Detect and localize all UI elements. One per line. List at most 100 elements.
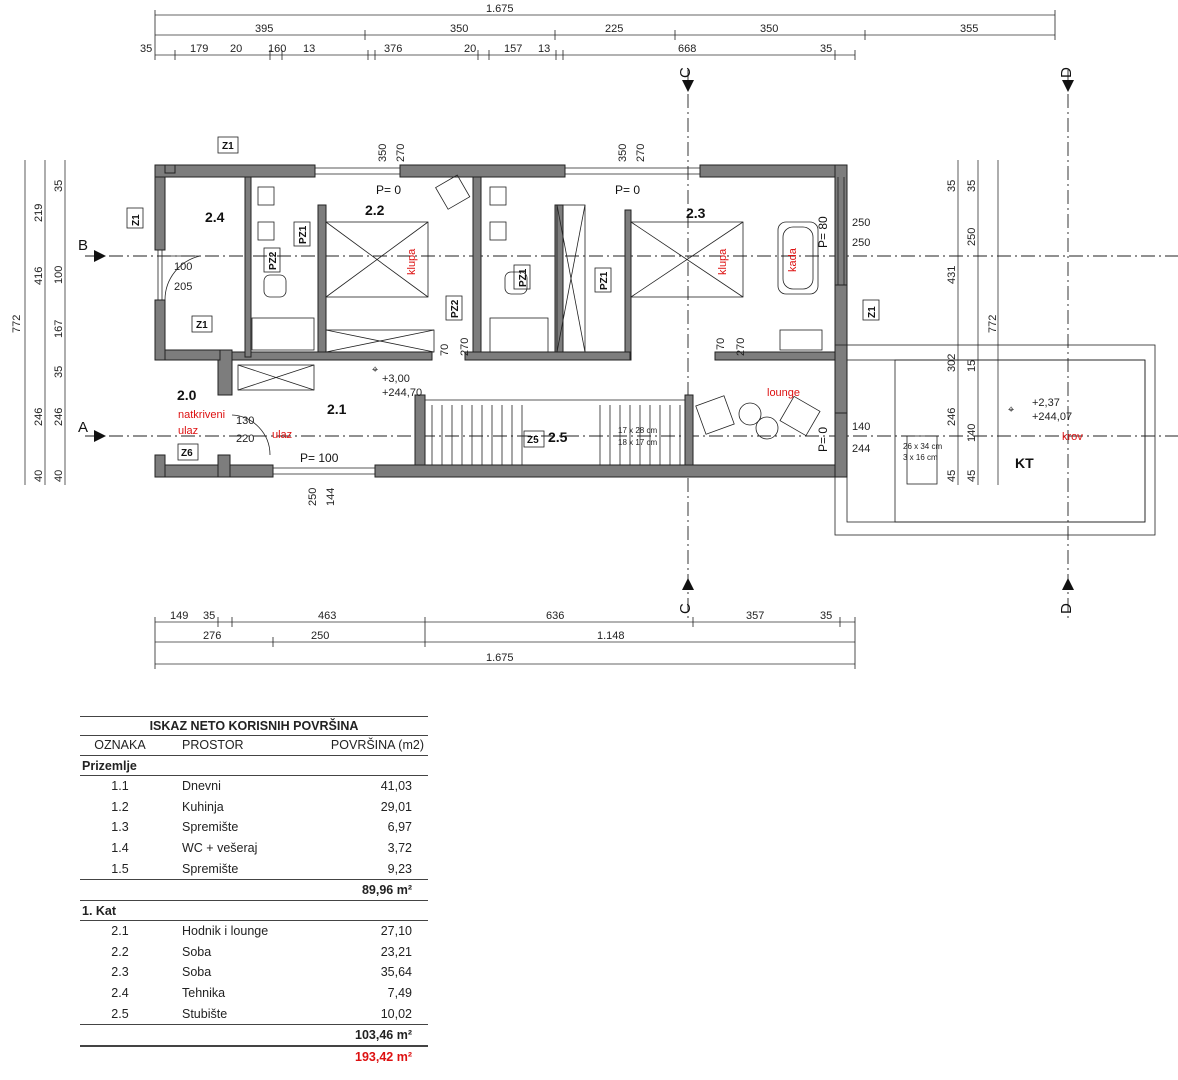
top-dimension-chains: 1.675 395 350 225 350 355 35 179 20 160 …: [140, 3, 1056, 60]
dim-door-d-2: 270: [735, 338, 747, 356]
table-row: 1.2 Kuhinja 29,01: [80, 797, 428, 818]
dim-top2-7: 20: [464, 43, 476, 55]
dim-window-d-2: 250: [852, 237, 870, 249]
dim-bot-6: 35: [820, 610, 832, 622]
stair-note-1: 17 x 28 cm: [618, 426, 657, 435]
dim-window-b-1: 350: [617, 144, 629, 162]
section-d-label-bottom: D: [1058, 603, 1075, 614]
tag-pz1-c: PZ1: [599, 271, 610, 290]
label-natkriveni: natkriveni: [178, 409, 225, 421]
tag-pz2-b: PZ2: [450, 299, 461, 318]
left-dimension-chains: 772 219 416 246 40 35 100 167 35 246 40: [11, 160, 66, 485]
dim-bot-3: 463: [318, 610, 336, 622]
opening-dimensions: 350 270 350 270 250 144 250 250 140 244 …: [174, 144, 870, 506]
cell-oznaka: 1.3: [111, 820, 129, 835]
dim-top2-3: 20: [230, 43, 242, 55]
tag-pz1-a: PZ1: [298, 225, 309, 244]
dim-bot-4: 636: [546, 610, 564, 622]
cell-povrsina: 10,02: [380, 1006, 412, 1021]
floor-plan: 1.675 395 350 225 350 355 35 179 20 160 …: [11, 3, 1178, 669]
dim-top2-1: 35: [140, 43, 152, 55]
cell-povrsina: 29,01: [380, 799, 412, 814]
header-oznaka: OZNAKA: [94, 738, 146, 752]
area-table: ISKAZ NETO KORISNIH POVRŠINA OZNAKA PROS…: [80, 716, 428, 1067]
cell-oznaka: 2.3: [111, 965, 129, 980]
dim-top-1: 395: [255, 23, 273, 35]
dim-right-in-3: 140: [966, 424, 978, 442]
dim-left-mid-4: 40: [33, 470, 45, 482]
table-header: OZNAKA PROSTOR POVRŠINA (m2): [80, 736, 428, 756]
dim-top2-6: 376: [384, 43, 402, 55]
dim-door-a-2: 205: [174, 281, 192, 293]
cell-prostor: Kuhinja: [182, 799, 224, 814]
dim-door-b-2: 220: [236, 433, 254, 445]
dim-door-c-2: 270: [459, 338, 471, 356]
cell-prostor: Dnevni: [182, 779, 221, 794]
tag-z1-left: Z1: [131, 214, 142, 226]
cell-prostor: Tehnika: [182, 986, 226, 1001]
dim-top2-9: 13: [538, 43, 550, 55]
tag-z1-right: Z1: [867, 306, 878, 318]
section-prizemlje: Prizemlje: [80, 756, 428, 776]
label-p100: P= 100: [300, 451, 339, 465]
dim-door-d-1: 70: [715, 338, 727, 350]
dim-left-mid-1: 219: [33, 204, 45, 222]
level-2a: +2,37: [1032, 397, 1060, 409]
skylight-note-1: 26 x 34 cm: [903, 442, 942, 451]
dim-left-in-2: 100: [53, 266, 65, 284]
label-klupa-1: klupa: [406, 248, 418, 275]
cell-povrsina: 23,21: [380, 944, 412, 959]
label-ulaz-2: ulaz: [272, 429, 292, 441]
dim-window-a-2: 270: [395, 144, 407, 162]
interior-walls: [231, 176, 836, 466]
label-krov: krov: [1062, 431, 1083, 443]
dim-right-2: 431: [946, 266, 958, 284]
dim-door-a-1: 100: [174, 261, 192, 273]
furniture: [164, 174, 823, 456]
dim-top-total: 1.675: [486, 3, 514, 15]
dim-bot2-2: 250: [311, 630, 329, 642]
level-2b: +244,07: [1032, 411, 1072, 423]
room-kt: KT: [1015, 455, 1034, 471]
dim-right-1: 35: [946, 180, 958, 192]
dim-top2-10: 668: [678, 43, 696, 55]
right-dimension-chains: 35 431 302 246 45 35 250 15 140 45 772: [946, 160, 999, 485]
table-row: 2.4 Tehnika 7,49: [80, 983, 428, 1004]
label-p80: P= 80: [816, 216, 830, 248]
cell-prostor: Stubište: [182, 1006, 228, 1021]
dim-right-3: 302: [946, 354, 958, 372]
cell-povrsina: 9,23: [387, 861, 412, 876]
cell-oznaka: 2.4: [111, 986, 129, 1001]
dim-bot2-1: 276: [203, 630, 221, 642]
dim-window-a-1: 350: [377, 144, 389, 162]
dim-window-e-1: 140: [852, 421, 870, 433]
cell-povrsina: 41,03: [380, 779, 412, 794]
cell-oznaka: 2.5: [111, 1006, 129, 1021]
section-a-label: A: [78, 419, 88, 436]
dim-left-in-3: 167: [53, 320, 65, 338]
table-row: 2.1 Hodnik i lounge 27,10: [80, 921, 428, 942]
cell-prostor: Spremište: [182, 820, 239, 835]
dim-left-in-5: 246: [53, 408, 65, 426]
section-c-label-top: C: [677, 67, 694, 78]
table-row: 2.5 Stubište 10,02: [80, 1003, 428, 1024]
section-b-label: B: [78, 237, 88, 254]
dim-left-in-1: 35: [53, 180, 65, 192]
dim-bot-total: 1.675: [486, 652, 514, 664]
dim-top2-2: 179: [190, 43, 208, 55]
dim-top-5: 355: [960, 23, 978, 35]
label-kada: kada: [787, 247, 799, 272]
table-row: 2.2 Soba 23,21: [80, 942, 428, 963]
cell-prostor: Hodnik i lounge: [182, 924, 269, 939]
dim-left-mid-3: 246: [33, 408, 45, 426]
room-2-3: 2.3: [686, 205, 706, 221]
dim-door-b-1: 130: [236, 415, 254, 427]
room-2-2: 2.2: [365, 202, 385, 218]
dim-left-outer: 772: [11, 315, 23, 333]
dim-top2-4: 160: [268, 43, 286, 55]
table-row: 1.5 Spremište 9,23: [80, 858, 428, 879]
dim-window-d-1: 250: [852, 217, 870, 229]
room-2-1: 2.1: [327, 401, 347, 417]
table-row: 1.1 Dnevni 41,03: [80, 776, 428, 797]
cell-prostor: Soba: [182, 944, 212, 959]
